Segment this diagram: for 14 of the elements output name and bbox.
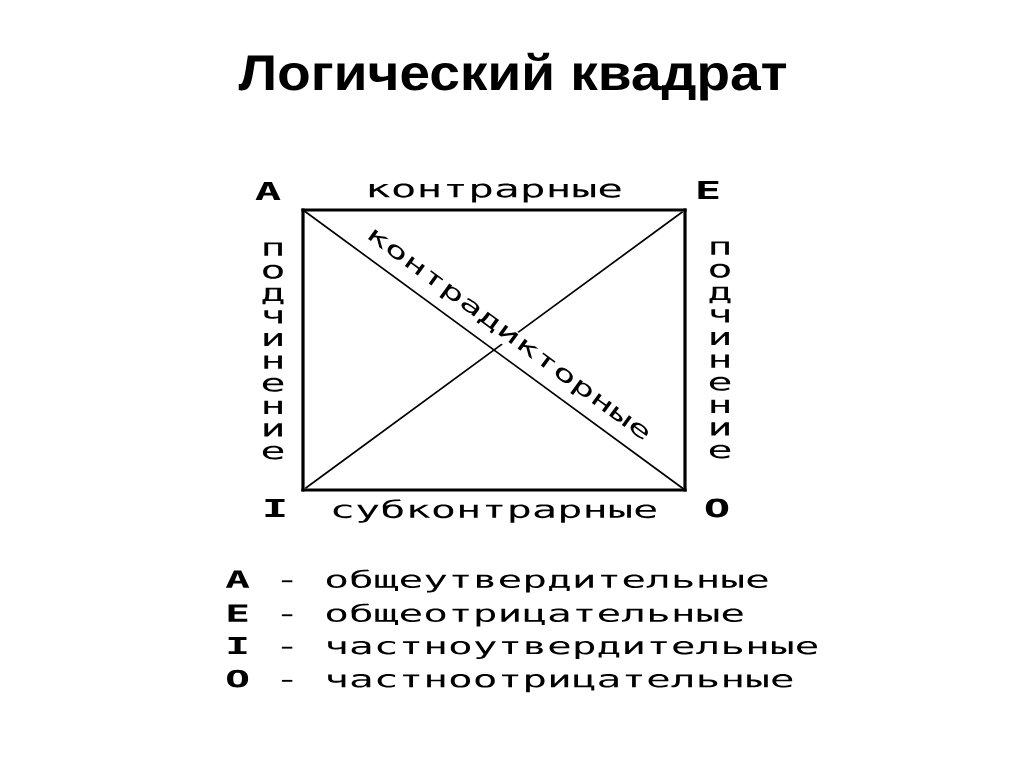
- note-text: O - частноотрицательные: [227, 669, 793, 693]
- edge-label: подчинение: [262, 242, 284, 460]
- edge-label: субконтрарные: [328, 498, 660, 524]
- vertex-letter: I: [265, 498, 285, 518]
- vertex-letter: A: [255, 181, 281, 201]
- vertex-letter: E: [698, 180, 719, 200]
- vertex-letter: O: [705, 498, 729, 518]
- note-text: A - общеутвердительные: [225, 569, 768, 593]
- edge-label: контрарные: [363, 182, 625, 204]
- note-text: E - общеотрицательные: [228, 603, 743, 627]
- edge-label: подчинение: [709, 241, 731, 459]
- connector-line: [301, 488, 687, 492]
- title: Логический квадрат: [238, 52, 787, 101]
- note-text: I - частноутвердительные: [228, 637, 817, 659]
